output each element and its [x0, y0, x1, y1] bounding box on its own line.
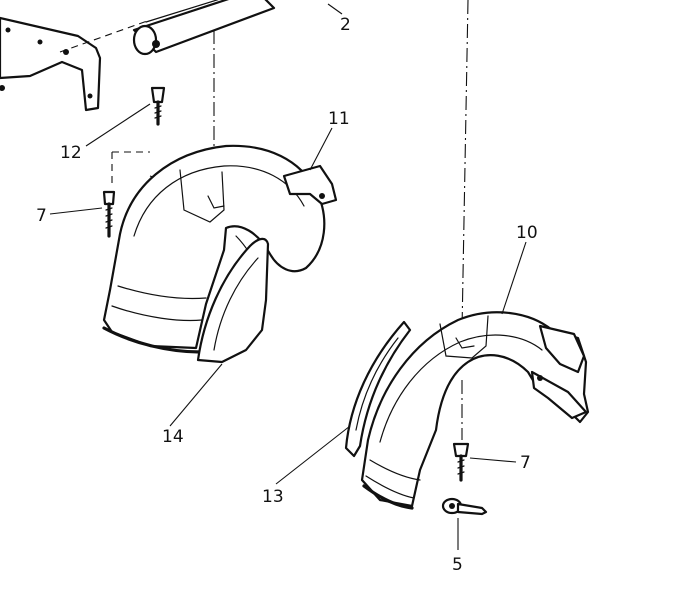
leader-10 [501, 241, 527, 315]
callout-2: 2 [340, 15, 351, 35]
bolt-7-right [452, 442, 470, 482]
leader-2 [327, 3, 343, 15]
dashed-guide-left [111, 151, 150, 188]
callout-14: 14 [162, 427, 184, 447]
centerline-right [461, 0, 469, 331]
callout-7b: 7 [520, 453, 531, 473]
leader-14 [169, 363, 223, 427]
callout-10: 10 [516, 223, 538, 243]
bolt-12 [150, 86, 166, 126]
callout-5: 5 [452, 555, 463, 575]
leader-12 [85, 103, 151, 147]
flap-13 [344, 320, 412, 458]
callout-12: 12 [60, 143, 82, 163]
callout-13: 13 [262, 487, 284, 507]
right-fender [360, 311, 590, 510]
crossbar-tube [132, 0, 276, 56]
dashed-guide-top [59, 19, 151, 53]
bolt-7-left [102, 190, 116, 238]
callout-7a: 7 [36, 206, 47, 226]
mud-flap-14 [196, 237, 270, 364]
leader-7b [469, 457, 517, 463]
callout-11: 11 [328, 109, 350, 129]
left-fender [102, 144, 338, 354]
leader-11 [309, 127, 333, 171]
leader-13 [275, 425, 351, 485]
screw-5 [441, 497, 488, 516]
mounting-bracket [0, 16, 102, 112]
leader-7a [49, 207, 103, 215]
